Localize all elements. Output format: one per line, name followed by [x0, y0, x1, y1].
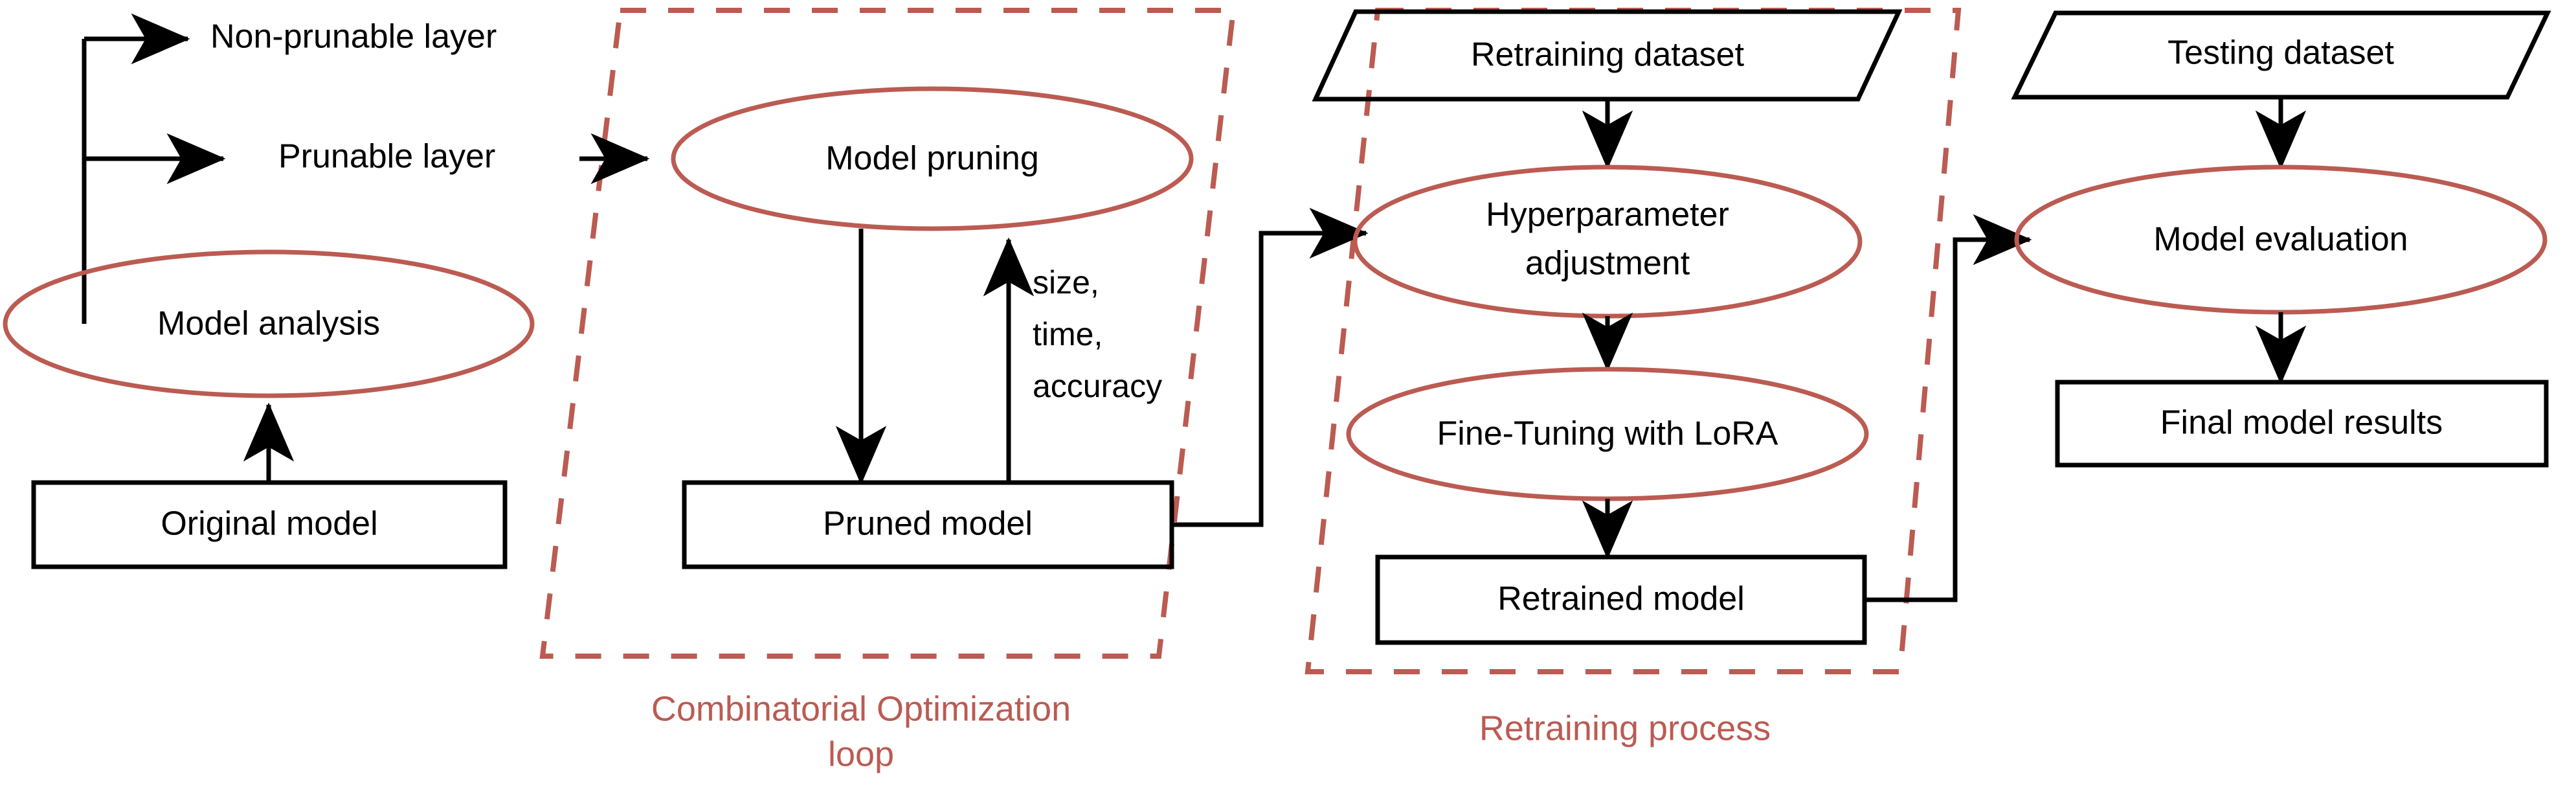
connector-retrained-model-to-model-evaluation — [1865, 214, 2032, 602]
testing-dataset-parallelogram — [2011, 10, 2551, 100]
node-hyperparameter-adjustment[interactable]: Hyperparameter adjustment — [1352, 165, 1863, 319]
final-model-results-box — [2055, 380, 2549, 468]
combinatorial-optimization-label-line2: loop — [828, 735, 894, 773]
retrained-model-label: Retrained model — [1497, 580, 1745, 618]
node-model-evaluation[interactable]: Model evaluation — [2014, 165, 2548, 315]
group-combinatorial-optimization: Combinatorial Optimization loop — [539, 8, 1237, 773]
hyperparameter-adjustment-label-line1: Hyperparameter — [1486, 196, 1729, 234]
model-analysis-ellipse — [3, 249, 535, 398]
node-fine-tuning-lora[interactable]: Fine-Tuning with LoRA — [1346, 367, 1869, 501]
node-model-pruning[interactable]: Model pruning — [671, 86, 1194, 231]
connector-pruned-model-to-hyperparameter-adjustment — [1172, 207, 1369, 527]
retraining-process-dashed-border — [1305, 8, 1962, 674]
non-prunable-layer-label: Non-prunable layer — [210, 18, 497, 56]
node-testing-dataset[interactable]: Testing dataset — [2011, 10, 2551, 100]
combinatorial-optimization-dashed-border — [539, 8, 1237, 659]
node-original-model[interactable]: Original model — [31, 480, 508, 569]
analysis-branch-connectors — [82, 13, 226, 324]
retraining-process-label: Retraining process — [1479, 709, 1771, 747]
node-pruned-model[interactable]: Pruned model — [682, 480, 1174, 569]
model-evaluation-label: Model evaluation — [2153, 221, 2408, 258]
final-model-results-label: Final model results — [2160, 404, 2443, 442]
prunable-layer-label: Prunable layer — [278, 138, 495, 176]
retraining-dataset-parallelogram — [1312, 9, 1903, 102]
combinatorial-optimization-label-line1: Combinatorial Optimization — [651, 689, 1071, 728]
fine-tuning-lora-label: Fine-Tuning with LoRA — [1437, 415, 1778, 453]
node-retraining-dataset[interactable]: Retraining dataset — [1312, 9, 1903, 102]
metrics-label-size: size, — [1033, 264, 1099, 301]
node-retrained-model[interactable]: Retrained model — [1375, 554, 1867, 645]
original-model-box — [31, 480, 508, 569]
node-final-model-results[interactable]: Final model results — [2055, 380, 2549, 468]
model-pruning-ellipse — [671, 86, 1194, 231]
retraining-dataset-label: Retraining dataset — [1471, 36, 1745, 74]
original-model-label: Original model — [161, 505, 377, 543]
hyperparameter-adjustment-ellipse — [1352, 165, 1863, 319]
model-analysis-label: Model analysis — [157, 305, 380, 343]
group-retraining-process: Retraining process — [1305, 8, 1962, 747]
node-model-analysis[interactable]: Model analysis — [3, 249, 535, 398]
testing-dataset-label: Testing dataset — [2167, 34, 2394, 72]
hyperparameter-adjustment-label-line2: adjustment — [1525, 245, 1690, 282]
pruned-model-label: Pruned model — [823, 505, 1033, 543]
metrics-label-time: time, — [1033, 316, 1103, 352]
metrics-label-accuracy: accuracy — [1033, 368, 1162, 404]
model-pruning-label: Model pruning — [825, 140, 1039, 177]
